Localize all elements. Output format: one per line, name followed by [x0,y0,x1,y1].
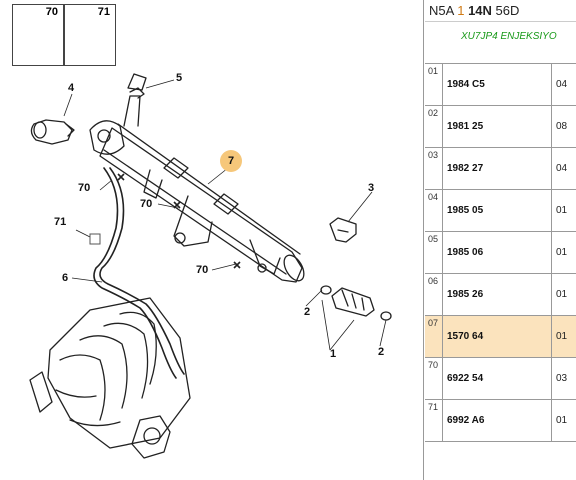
part-reference-cell: 1985 06 [443,232,552,274]
part-quantity-cell: 01 [556,205,568,216]
part-quantity-cell: 01 [556,415,568,426]
fuel-hose [93,167,185,379]
model-code-4: 56D [495,3,520,18]
injector-clip [329,217,357,243]
model-code-1: N5A [429,3,454,18]
callout-7[interactable]: 7 [220,150,242,172]
part-number-cell: 01 [425,64,443,106]
callout-70[interactable]: 70 [78,182,91,194]
inlet-connector [30,119,75,145]
callout-3[interactable]: 3 [368,182,375,194]
model-code-3: 14N [468,3,492,18]
model-code-2: 1 [457,3,465,18]
part-reference-cell: 6922 54 [443,358,552,400]
kit-label: 71 [97,6,110,18]
part-number-cell: 07 [425,316,443,358]
part-reference-cell: 1570 64 [443,316,552,358]
part-reference-cell: 1982 27 [443,148,552,190]
kit-label: 70 [45,6,58,18]
kit-box-71[interactable]: 71 [64,4,116,66]
part-number-cell: 03 [425,148,443,190]
part-reference-cell: 1985 26 [443,274,552,316]
part-number-cell: 70 [425,358,443,400]
callout-71[interactable]: 71 [54,216,67,228]
model-code-header: N5A 1 14N 56D [425,0,576,22]
vent-bracket [127,73,147,91]
injector [320,285,392,321]
callout-1[interactable]: 1 [330,348,337,360]
callout-5[interactable]: 5 [176,72,183,84]
section-subtitle: XU7JP4 ENJEKSIYO [425,22,576,64]
part-reference-cell: 6992 A6 [443,400,552,442]
part-quantity-cell: 01 [556,331,568,342]
part-quantity-cell: 01 [556,247,568,258]
part-quantity-cell: 04 [556,79,568,90]
part-quantity-cell: 01 [556,289,568,300]
parts-diagram: 70 71 4 5 7 3 70 70 70 71 6 2 1 2 [12,0,424,480]
part-number-cell: 04 [425,190,443,232]
part-reference-cell: 1985 05 [443,190,552,232]
part-number-cell: 71 [425,400,443,442]
part-quantity-cell: 03 [556,373,568,384]
callout-2[interactable]: 2 [378,346,385,358]
part-number-cell: 02 [425,106,443,148]
part-reference-cell: 1984 C5 [443,64,552,106]
callout-4[interactable]: 4 [68,82,75,94]
part-number-cell: 05 [425,232,443,274]
fuel-rail [89,87,305,283]
part-number-cell: 06 [425,274,443,316]
callout-70[interactable]: 70 [196,264,209,276]
intake-manifold [29,297,191,459]
part-quantity-cell: 08 [556,121,568,132]
part-reference-cell: 1981 25 [443,106,552,148]
part-quantity-cell: 04 [556,163,568,174]
kit-box-70[interactable]: 70 [12,4,64,66]
callout-2[interactable]: 2 [304,306,311,318]
callout-70[interactable]: 70 [140,198,153,210]
exploded-view-drawing [21,21,392,459]
callout-6[interactable]: 6 [62,272,69,284]
